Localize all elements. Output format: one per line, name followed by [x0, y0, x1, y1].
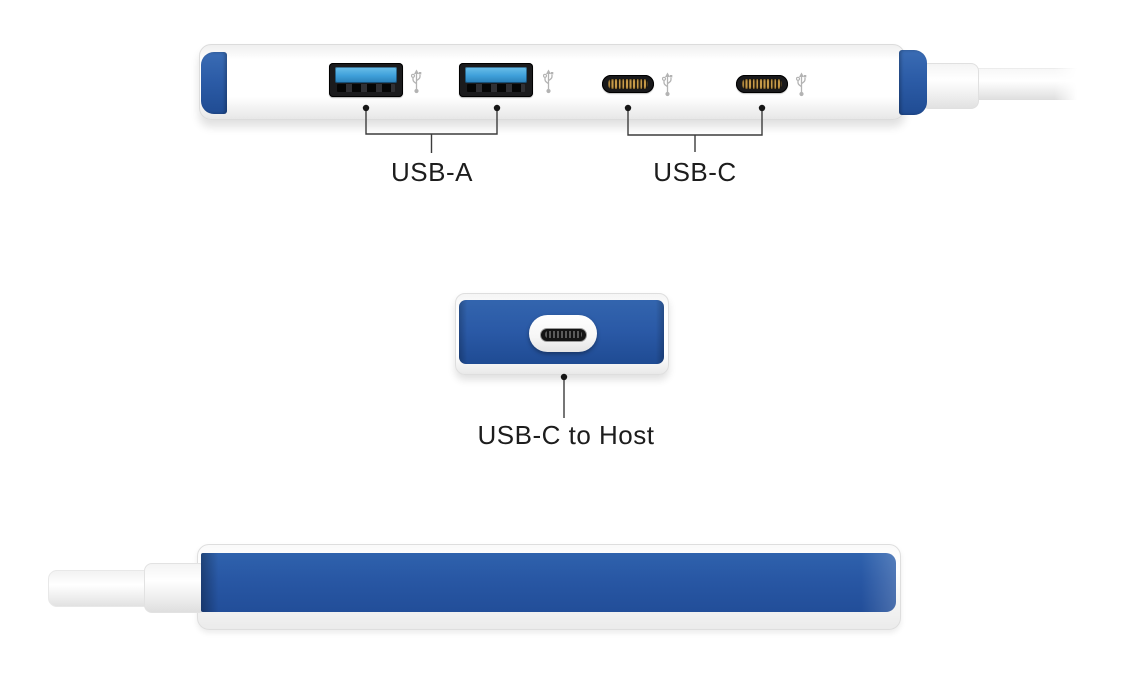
host-cable: [48, 570, 150, 607]
usb-c-port-2: [736, 75, 788, 93]
cable-strain-relief: [925, 63, 979, 109]
right-end-cap: [899, 50, 927, 115]
side-blue-band: [201, 553, 896, 612]
usb-a-tongue: [465, 67, 527, 83]
label-usb-a: USB-A: [391, 157, 473, 187]
label-usb-c: USB-C: [653, 157, 737, 187]
left-end-cap: [201, 52, 227, 114]
usb-trident-icon: [661, 72, 673, 97]
usb-trident-icon: [795, 72, 807, 97]
usb-c-host-port: [540, 328, 587, 342]
usb-a-port-1: [329, 63, 403, 97]
usb-c-port-1: [602, 75, 654, 93]
usb-trident-icon: [542, 69, 554, 94]
label-usb-c-to-host: USB-C to Host: [477, 420, 655, 450]
cable-strain-relief: [144, 563, 202, 613]
host-callout-line: [560, 373, 568, 418]
usb-a-port-2: [459, 63, 533, 97]
usb-trident-icon: [410, 69, 422, 94]
host-cable: [975, 68, 1077, 100]
usb-a-tongue: [335, 67, 397, 83]
